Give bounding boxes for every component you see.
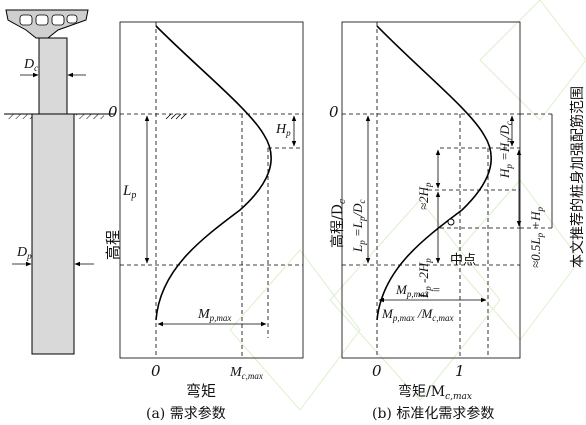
ground-hatch-left xyxy=(6,114,32,119)
panel-b-mp-norm-top: Mp,max = xyxy=(395,282,441,299)
dp-label: Dp xyxy=(16,245,32,261)
panel-a-ground-hatch xyxy=(165,113,187,120)
panel-a-moment-curve xyxy=(155,25,272,321)
pier-drawing xyxy=(4,9,115,355)
ground-hatch-right xyxy=(76,114,104,119)
panel-a-caption: (a) 需求参数 xyxy=(146,405,226,422)
dc-label: Dc xyxy=(23,57,38,73)
panel-a-y-label: 高程 xyxy=(104,230,122,260)
panel-b-zero-label: 0 xyxy=(329,103,339,121)
panel-b-2hp-label: ≈2Hp xyxy=(416,182,433,210)
panel-b-mp-norm-bottom: Mp,max /Mc,max xyxy=(381,306,454,323)
panel-a-frame xyxy=(119,21,304,359)
panel-a-hp-label: Hp xyxy=(275,122,291,138)
panel-b-lp-minus-label: Lp -2Hp xyxy=(416,258,433,299)
panel-a-zero-label: 0 xyxy=(108,103,118,121)
panel-b-x-tick-0: 0 xyxy=(372,362,382,380)
panel-b-caption: (b) 标准化需求参数 xyxy=(372,405,494,422)
panel-b-x-label: 弯矩/Mc,max xyxy=(398,383,472,402)
panel-a-lp-label: Lp xyxy=(122,183,136,201)
panel-a-x-tick-0: 0 xyxy=(151,362,161,380)
panel-b-moment-curve xyxy=(376,25,493,321)
panel-a xyxy=(119,21,304,359)
pile-shaft xyxy=(31,113,75,355)
pier-column xyxy=(38,37,68,115)
panel-a-mp-label: Mp,max xyxy=(197,307,231,323)
panel-b-hp-norm-label: Hp =Hp/Dc xyxy=(497,121,514,179)
panel-b-y-label: 高程/Dc xyxy=(329,199,348,248)
panel-b-approx-label: ≈0.5Lp +Hp xyxy=(528,206,545,268)
panel-b xyxy=(341,21,553,359)
side-text: 本文推荐的桩身加强配筋范围 xyxy=(569,86,586,268)
panel-b-midpoint-label: 中点 xyxy=(450,253,476,268)
panel-b-lp-norm-label: Lp =Lp/Dc xyxy=(350,200,367,254)
panel-a-x-tick-mc: Mc,max xyxy=(229,365,263,381)
panel-b-x-tick-1: 1 xyxy=(455,362,465,380)
background-pattern xyxy=(229,0,586,411)
panel-b-midpoint-marker xyxy=(447,218,455,226)
panel-a-x-label: 弯矩 xyxy=(186,382,216,400)
